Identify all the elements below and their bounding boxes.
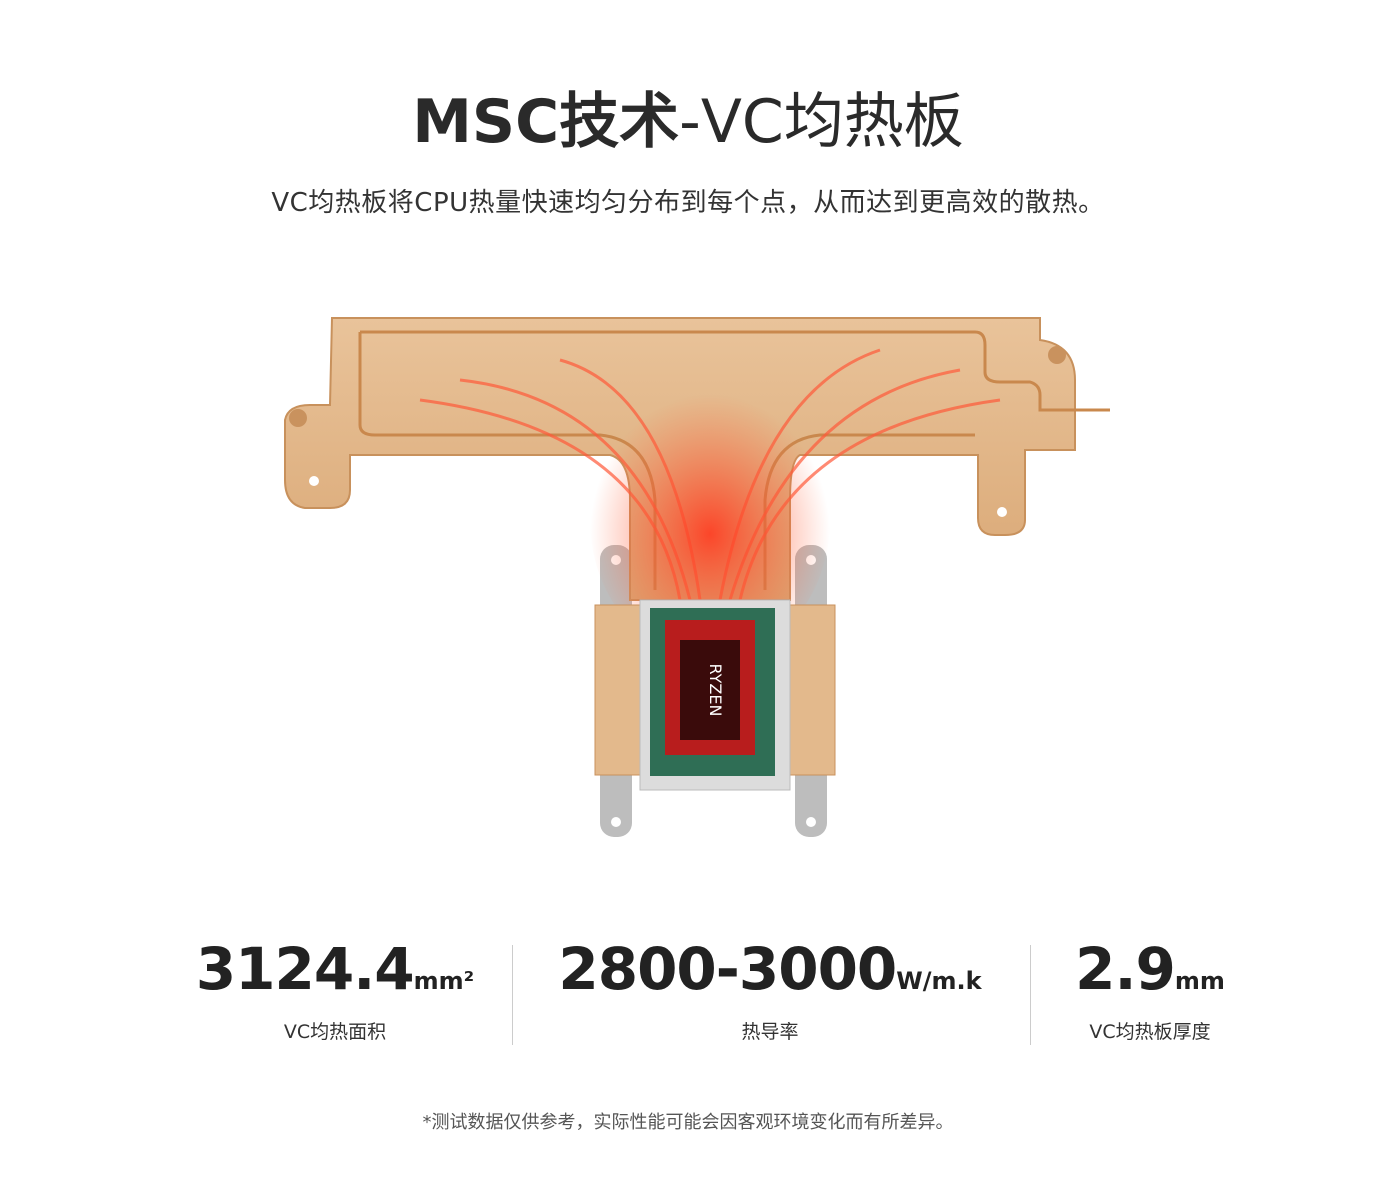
stat-value: 2.9 — [1075, 935, 1176, 1003]
stat-thermal-conductivity: 2800-3000W/m.k 热导率 — [530, 935, 1010, 1044]
chip-label: RYZEN — [706, 664, 725, 717]
subtitle: VC均热板将CPU热量快速均匀分布到每个点，从而达到更高效的散热。 — [271, 188, 1105, 218]
heat-pipe-outline — [360, 330, 1110, 412]
disclaimer: *测试数据仅供参考，实际性能可能会因客观环境变化而有所差异。 — [422, 1112, 954, 1133]
stat-label: VC均热面积 — [283, 1021, 387, 1043]
page-title: MSC技术-VC均热板 — [0, 82, 1376, 162]
screw-hole — [1048, 346, 1066, 364]
stat-unit: mm — [1174, 967, 1225, 995]
stat-label: 热导率 — [741, 1021, 799, 1043]
vapor-chamber-illustration: RYZEN — [284, 317, 1110, 837]
stat-vc-thickness: 2.9mm VC均热板厚度 — [1050, 935, 1250, 1044]
stat-value: 2800-3000 — [558, 935, 897, 1003]
stat-unit: W/m.k — [896, 967, 982, 995]
title-light: -VC均热板 — [679, 87, 964, 157]
stat-vc-area: 3124.4mm² VC均热面积 — [190, 935, 480, 1044]
title-bold: MSC技术 — [412, 87, 680, 157]
divider — [1030, 945, 1031, 1045]
stat-value: 3124.4 — [195, 935, 415, 1003]
stat-unit: mm² — [413, 967, 475, 995]
stat-label: VC均热板厚度 — [1089, 1021, 1211, 1043]
divider — [512, 945, 513, 1045]
